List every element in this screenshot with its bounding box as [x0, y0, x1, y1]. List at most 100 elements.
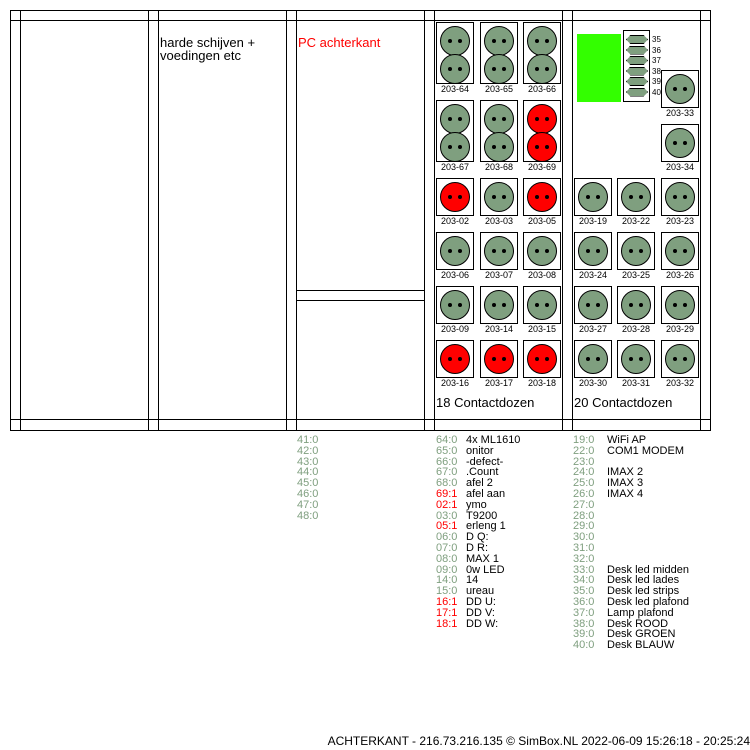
socket-icon [527, 26, 557, 56]
legend-name: Desk led midden [607, 563, 689, 576]
outlet-203-09[interactable] [436, 286, 474, 324]
connector-pin-icon[interactable] [626, 87, 648, 97]
legend-name: 0w LED [466, 563, 505, 576]
outlet-203-26[interactable] [661, 232, 699, 270]
outlet-203-15[interactable] [523, 286, 561, 324]
outlet-label: 203-16 [440, 378, 470, 388]
outlet-203-31[interactable] [617, 340, 655, 378]
legend-code: 64:0 [436, 434, 458, 446]
legend-name: Lamp plafond [607, 606, 674, 619]
socket-icon [621, 344, 651, 374]
outlet-203-65[interactable] [480, 22, 518, 84]
divider [710, 10, 711, 431]
outlet-label: 203-32 [665, 378, 695, 388]
connector-pin-label: 36 [652, 45, 661, 55]
socket-icon [527, 182, 557, 212]
legend-name: COM1 MODEM [607, 444, 684, 457]
outlet-203-69[interactable] [523, 100, 561, 162]
socket-icon [527, 132, 557, 162]
socket-icon [665, 290, 695, 320]
connector-pin-icon[interactable] [626, 35, 648, 44]
legend-code: 46:0 [297, 488, 319, 500]
divider [286, 10, 287, 431]
divider [434, 10, 435, 431]
outlet-203-29[interactable] [661, 286, 699, 324]
socket-icon [578, 182, 608, 212]
outlet-203-32[interactable] [661, 340, 699, 378]
outlet-203-68[interactable] [480, 100, 518, 162]
outlet-203-30[interactable] [574, 340, 612, 378]
outlet-203-33[interactable] [661, 70, 699, 108]
legend-name: IMAX 2 [607, 466, 644, 479]
outlet-label: 203-24 [578, 270, 608, 280]
socket-icon [484, 290, 514, 320]
socket-icon [440, 290, 470, 320]
socket-icon [440, 236, 470, 266]
outlet-203-02[interactable] [436, 178, 474, 216]
divider [148, 10, 149, 431]
legend-code: 48:0 [297, 509, 319, 522]
legend-code: 68:0 [436, 477, 458, 490]
legend-code: 47:0 [297, 498, 319, 511]
left-group-title: 18 Contactdozen [436, 395, 535, 410]
legend-code: 37:0 [573, 606, 595, 619]
legend-name: IMAX 4 [607, 488, 644, 500]
outlet-203-18[interactable] [523, 340, 561, 378]
legend-name: erleng 1 [466, 520, 506, 533]
socket-icon [440, 26, 470, 56]
outlet-203-05[interactable] [523, 178, 561, 216]
socket-icon [621, 182, 651, 212]
legend-name: .Count [466, 466, 499, 479]
outlet-203-17[interactable] [480, 340, 518, 378]
legend-code: 42:0 [297, 444, 319, 457]
legend-code: 05:1 [436, 520, 458, 533]
connector-pin-label: 35 [652, 35, 661, 44]
column-label-harde-schijven: harde schijven + voedingen etc [160, 35, 256, 63]
outlet-203-27[interactable] [574, 286, 612, 324]
outlet-203-16[interactable] [436, 340, 474, 378]
connector-pin-icon[interactable] [626, 66, 648, 76]
divider [700, 10, 701, 431]
legend-name: DD U: [466, 596, 496, 608]
outlet-203-22[interactable] [617, 178, 655, 216]
outlet-203-64[interactable] [436, 22, 474, 84]
legend-name: Desk led plafond [607, 596, 689, 608]
connector-pin-icon[interactable] [626, 45, 648, 55]
legend-code: 15:0 [436, 585, 458, 598]
socket-icon [527, 290, 557, 320]
divider [10, 10, 11, 431]
outlet-label: 203-07 [484, 270, 514, 280]
legend-code: 38:0 [573, 617, 595, 630]
socket-icon [484, 104, 514, 134]
outlet-label: 203-18 [527, 378, 557, 388]
socket-icon [527, 344, 557, 374]
outlet-203-23[interactable] [661, 178, 699, 216]
outlet-label: 203-23 [665, 216, 695, 226]
outlet-203-25[interactable] [617, 232, 655, 270]
legend-name: D R: [466, 542, 488, 554]
outlet-label: 203-17 [484, 378, 514, 388]
legend-name: DD V: [466, 606, 495, 619]
outlet-label: 203-14 [484, 324, 514, 334]
outlet-203-07[interactable] [480, 232, 518, 270]
legend-name: afel 2 [466, 477, 493, 490]
outlet-203-28[interactable] [617, 286, 655, 324]
legend-name: D Q: [466, 531, 489, 544]
outlet-label: 203-65 [484, 84, 514, 94]
outlet-203-08[interactable] [523, 232, 561, 270]
outlet-203-03[interactable] [480, 178, 518, 216]
outlet-203-19[interactable] [574, 178, 612, 216]
legend-code: 07:0 [436, 542, 458, 554]
outlet-203-34[interactable] [661, 124, 699, 162]
connector-pin-icon[interactable] [626, 56, 648, 65]
legend-code: 45:0 [297, 477, 319, 490]
legend-code: 43:0 [297, 455, 319, 468]
outlet-203-06[interactable] [436, 232, 474, 270]
outlet-203-66[interactable] [523, 22, 561, 84]
outlet-203-14[interactable] [480, 286, 518, 324]
socket-icon [440, 104, 470, 134]
outlet-203-24[interactable] [574, 232, 612, 270]
outlet-203-67[interactable] [436, 100, 474, 162]
connector-pin-icon[interactable] [626, 77, 648, 86]
